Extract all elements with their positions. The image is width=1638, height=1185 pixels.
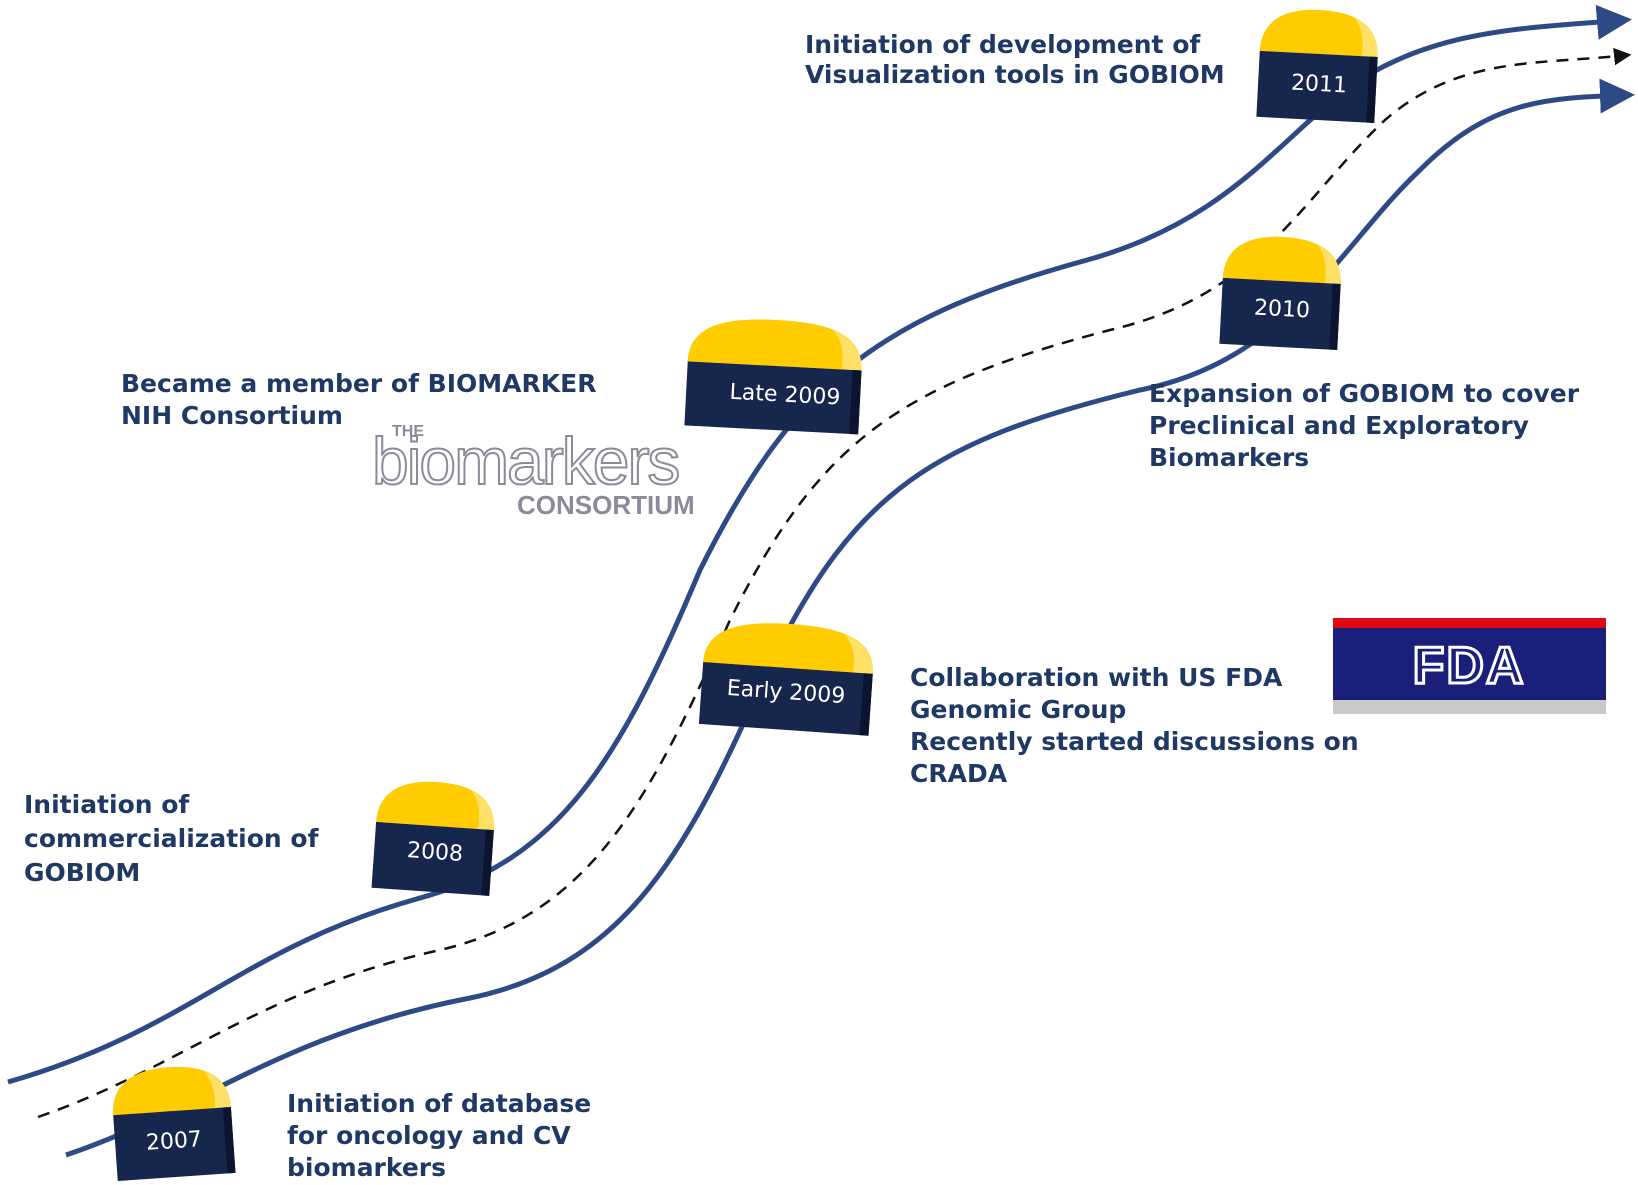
milestone-2010-stone: 2010 — [1219, 235, 1350, 350]
milestone-2008-stone: 2008 — [371, 780, 503, 896]
description-line: Recently started discussions on — [910, 727, 1359, 756]
svg-text:CONSORTIUM: CONSORTIUM — [517, 490, 695, 518]
milestone-2011-description: Initiation of development of Visualizati… — [805, 30, 1225, 90]
description-line: commercialization of — [24, 824, 319, 853]
milestone-2011-stone: 2011 — [1256, 8, 1387, 123]
road-lower-edge — [65, 78, 1635, 1158]
description-line: Genomic Group — [910, 695, 1127, 724]
description-line: Preclinical and Exploratory — [1149, 411, 1529, 440]
description-line: CRADA — [910, 759, 1008, 788]
description-line: Initiation of database — [287, 1089, 592, 1118]
fda-logo: FDA — [1333, 618, 1606, 714]
description-line: Visualization tools in GOBIOM — [805, 60, 1225, 89]
description-line: NIH Consortium — [121, 401, 343, 430]
description-line: Expansion of GOBIOM to cover — [1149, 379, 1580, 408]
milestone-late-2009-stone: Late 2009 — [684, 318, 867, 435]
milestone-early-2009-stone: Early 2009 — [698, 622, 880, 737]
svg-text:THE: THE — [392, 423, 424, 440]
description-line: Initiation of — [24, 790, 190, 819]
milestone-2007-description: Initiation of database for oncology and … — [287, 1088, 591, 1184]
milestone-2010-description: Expansion of GOBIOM to cover Preclinical… — [1149, 378, 1579, 474]
description-line: Biomarkers — [1149, 443, 1310, 472]
description-line: Became a member of BIOMARKER — [121, 369, 597, 398]
svg-text:biomarkers: biomarkers — [372, 424, 678, 498]
milestone-2008-description: Initiation of commercialization of GOBIO… — [24, 788, 318, 890]
svg-text:FDA: FDA — [1413, 637, 1526, 695]
biomarkers-consortium-logo: THE biomarkers CONSORTIUM — [372, 423, 695, 518]
milestone-2007-stone: 2007 — [112, 1065, 242, 1182]
description-line: GOBIOM — [24, 858, 141, 887]
description-line: biomarkers — [287, 1153, 447, 1182]
description-line: Initiation of development of — [805, 30, 1201, 59]
description-line: Collaboration with US FDA — [910, 663, 1283, 692]
description-line: for oncology and CV — [287, 1121, 571, 1150]
road-upper-edge — [7, 4, 1632, 1085]
milestone-early-2009-description: Collaboration with US FDA Genomic Group … — [910, 662, 1359, 790]
road-center-line — [37, 47, 1632, 1119]
milestone-late-2009-description: Became a member of BIOMARKER NIH Consort… — [121, 368, 596, 432]
